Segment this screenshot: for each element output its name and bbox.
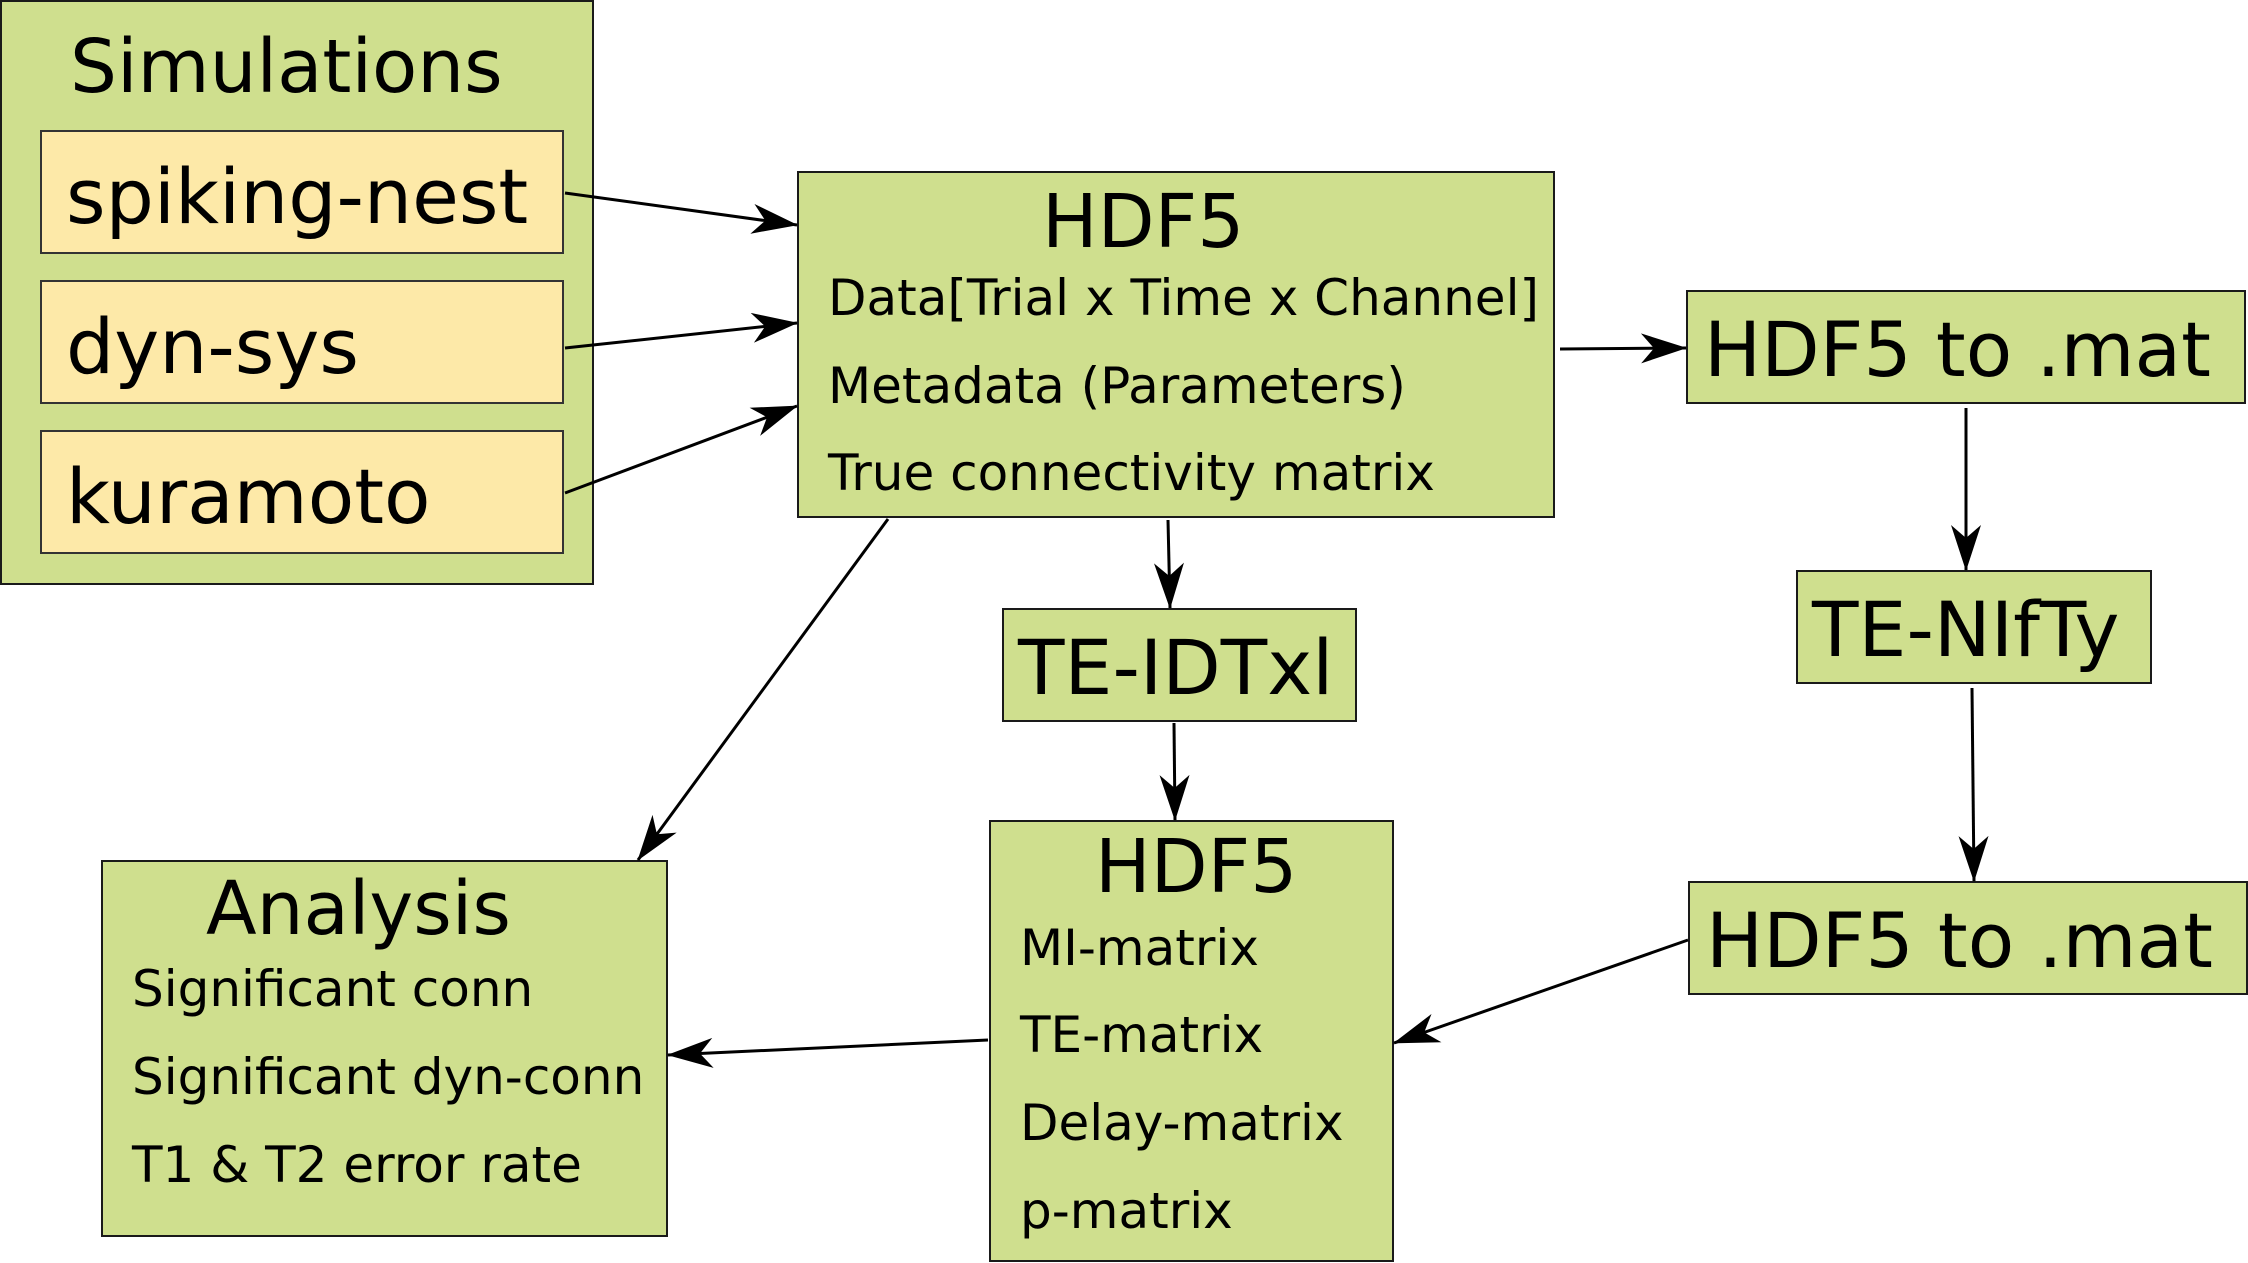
hdf5-to-mat-bottom-label: HDF5 to .mat [1706, 896, 2213, 985]
te-nifty-label: TE-NIfTy [1812, 585, 2120, 674]
sim-kuramoto-label: kuramoto [66, 452, 431, 541]
simulations-title: Simulations [70, 24, 503, 110]
hdf5-output-line-te: TE-matrix [1020, 1006, 1264, 1064]
hdf5-input-line-data: Data[Trial x Time x Channel] [828, 269, 1539, 327]
hdf5-input-title: HDF5 [1042, 179, 1245, 265]
sim-dyn-sys-label: dyn-sys [66, 302, 359, 391]
sim-spiking-nest-box: spiking-nest [40, 130, 564, 254]
sim-kuramoto-box: kuramoto [40, 430, 564, 554]
analysis-line-significant-dyn-conn: Significant dyn-conn [132, 1048, 645, 1106]
te-idtxl-box: TE-IDTxl [1002, 608, 1357, 722]
hdf5-to-mat-bottom-box: HDF5 to .mat [1688, 881, 2248, 995]
te-idtxl-label: TE-IDTxl [1018, 623, 1334, 712]
arrow-idtxl-to-hdf5-output [1159, 722, 1190, 821]
hdf5-to-mat-top-label: HDF5 to .mat [1704, 305, 2211, 394]
arrow-hdf5-output-to-analysis [667, 1037, 989, 1068]
arrow-dyn-sys-to-hdf5 [564, 312, 798, 350]
analysis-box: Analysis Significant conn Significant dy… [101, 860, 668, 1237]
hdf5-output-line-mi: MI-matrix [1020, 919, 1259, 977]
analysis-line-error-rate: T1 & T2 error rate [132, 1136, 582, 1194]
analysis-title: Analysis [206, 866, 511, 952]
hdf5-to-mat-top-box: HDF5 to .mat [1686, 290, 2246, 404]
arrow-spiking-nest-to-hdf5 [564, 191, 798, 234]
te-nifty-box: TE-NIfTy [1796, 570, 2152, 684]
hdf5-input-line-connectivity: True connectivity matrix [828, 444, 1435, 502]
hdf5-output-line-delay: Delay-matrix [1020, 1094, 1344, 1152]
sim-spiking-nest-label: spiking-nest [66, 152, 529, 241]
analysis-line-significant-conn: Significant conn [132, 960, 534, 1018]
sim-dyn-sys-box: dyn-sys [40, 280, 564, 404]
hdf5-output-line-p: p-matrix [1020, 1182, 1233, 1240]
arrow-hdf5-to-analysis [636, 518, 890, 861]
arrow-hdf5-to-idtxl [1153, 519, 1184, 609]
hdf5-input-box: HDF5 Data[Trial x Time x Channel] Metada… [797, 171, 1555, 518]
hdf5-input-line-metadata: Metadata (Parameters) [828, 357, 1406, 415]
arrow-mat-bottom-to-hdf5-output [1393, 938, 1689, 1045]
arrow-hdf5-to-mat-top [1559, 333, 1687, 364]
hdf5-output-title: HDF5 [1095, 824, 1298, 910]
arrow-kuramoto-to-hdf5 [564, 404, 798, 495]
hdf5-output-box: HDF5 MI-matrix TE-matrix Delay-matrix p-… [989, 820, 1394, 1262]
arrow-nifty-to-mat-bottom [1958, 687, 1989, 882]
